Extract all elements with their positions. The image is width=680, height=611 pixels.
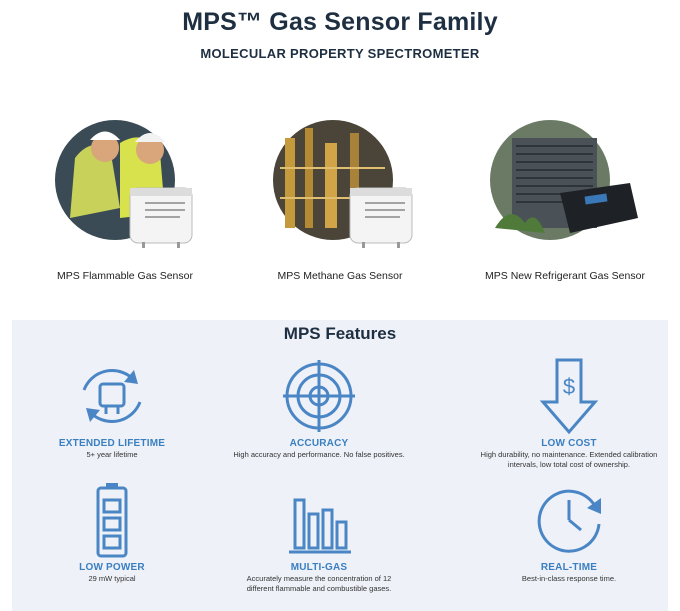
feature-extended-lifetime: EXTENDED LIFETIME 5+ year lifetime [7, 356, 217, 460]
methane-sensor-image [265, 118, 415, 248]
page-subtitle: MOLECULAR PROPERTY SPECTROMETER [200, 46, 480, 61]
feature-name: LOW COST [541, 438, 597, 449]
clock-icon [537, 489, 601, 553]
page-title: MPS™ Gas Sensor Family [182, 8, 498, 36]
product-card-refrigerant[interactable]: MPS New Refrigerant Gas Sensor [460, 118, 670, 282]
target-icon [283, 360, 355, 432]
feature-name: MULTI-GAS [290, 562, 348, 573]
feature-name: REAL-TIME [540, 562, 598, 573]
feature-name: LOW POWER [79, 562, 145, 573]
feature-low-power: LOW POWER 29 mW typical [7, 480, 217, 584]
features-title: MPS Features [283, 324, 397, 343]
feature-desc: Best-in-class response time. [521, 574, 617, 583]
svg-text:$: $ [563, 374, 575, 399]
feature-name: EXTENDED LIFETIME [58, 438, 166, 449]
feature-desc: High accuracy and performance. No false … [233, 450, 405, 459]
product-caption: MPS New Refrigerant Gas Sensor [485, 270, 645, 282]
refresh-sensor-icon [82, 369, 142, 423]
bar-chart-icon [289, 498, 351, 554]
features-panel: MPS Features EXTENDED LIFETIME 5+ year l… [12, 320, 668, 611]
product-card-methane[interactable]: MPS Methane Gas Sensor [235, 118, 445, 282]
product-card-flammable[interactable]: MPS Flammable Gas Sensor [20, 118, 230, 282]
feature-desc: 5+ year lifetime [86, 450, 138, 459]
feature-desc: High durability, no maintenance. Extende… [480, 450, 658, 469]
feature-name: ACCURACY [289, 438, 349, 449]
feature-real-time: REAL-TIME Best-in-class response time. [464, 480, 674, 584]
dollar-arrow-icon: $ [539, 358, 599, 435]
feature-desc: 29 mW typical [88, 574, 136, 583]
product-caption: MPS Methane Gas Sensor [277, 270, 403, 282]
feature-desc: Accurately measure the concentration of … [246, 574, 392, 593]
battery-icon [96, 483, 128, 558]
feature-multi-gas: MULTI-GAS Accurately measure the concent… [214, 480, 424, 594]
feature-accuracy: ACCURACY High accuracy and performance. … [214, 356, 424, 460]
flammable-sensor-image [50, 118, 200, 248]
refrigerant-sensor-image [490, 118, 640, 248]
product-caption: MPS Flammable Gas Sensor [57, 270, 193, 282]
feature-low-cost: $ LOW COST High durability, no maintenan… [464, 356, 674, 470]
